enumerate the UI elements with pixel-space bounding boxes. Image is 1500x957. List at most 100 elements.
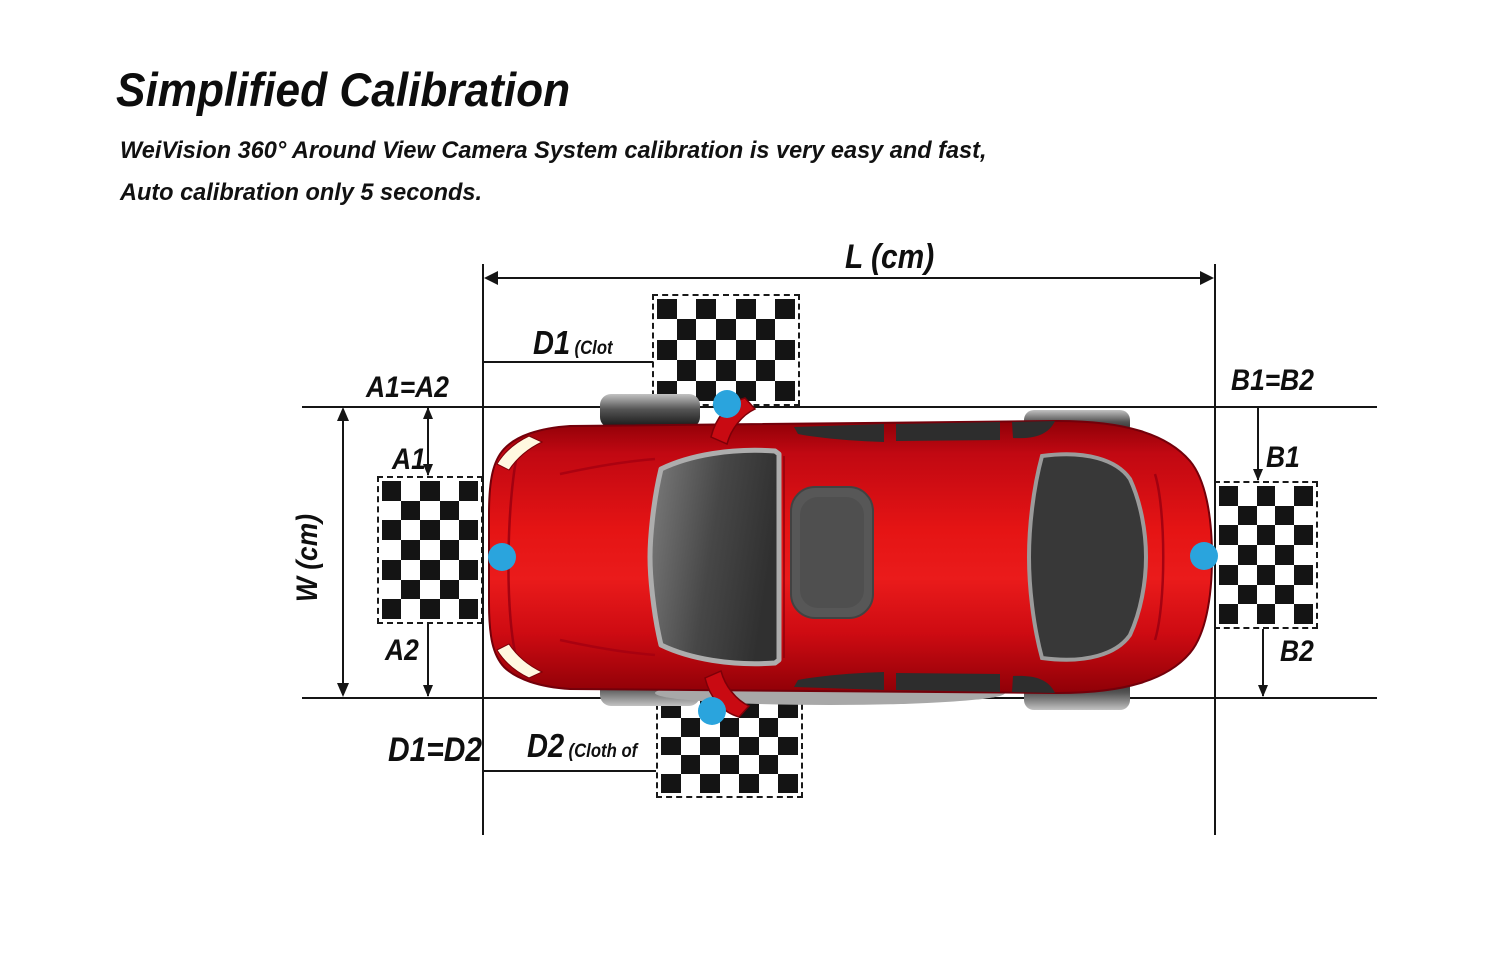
- side-window-front-bottom: [794, 672, 884, 690]
- checker-cell: [680, 717, 701, 737]
- checker-cell: [676, 360, 697, 381]
- checker-cell: [657, 339, 677, 361]
- checker-cell: [719, 774, 740, 793]
- checker-cell: [716, 380, 736, 401]
- checker-cell: [758, 717, 779, 737]
- checker-cell: [758, 736, 779, 756]
- checker-cell: [1294, 486, 1313, 506]
- bumper-seam: [507, 446, 521, 668]
- checker-cell: [420, 500, 440, 521]
- checker-cell: [735, 299, 756, 320]
- rear-window: [1026, 452, 1149, 662]
- checker-cell: [458, 599, 478, 619]
- checker-cell: [458, 520, 478, 541]
- checker-cell: [439, 500, 459, 521]
- side-window-rear-top: [896, 422, 1000, 441]
- checker-cell: [696, 319, 717, 340]
- checker-cell: [676, 339, 697, 361]
- checker-cell: [1219, 584, 1238, 605]
- checker-cell: [657, 380, 677, 401]
- label-d2-value: D2: [527, 727, 565, 764]
- checker-cell: [420, 540, 440, 560]
- checker-cell: [1275, 545, 1295, 565]
- checker-cell: [1275, 525, 1295, 546]
- checker-cell: [755, 319, 776, 340]
- checker-cell: [716, 299, 736, 320]
- checker-cell: [382, 481, 402, 501]
- checker-cell: [1219, 486, 1238, 506]
- checker-cell: [1275, 604, 1295, 624]
- checker-cell: [778, 699, 798, 718]
- checker-cell: [1275, 505, 1295, 526]
- label-length: L (cm): [845, 238, 935, 276]
- checkerboard-right: [1214, 481, 1318, 629]
- checker-cell: [401, 559, 421, 580]
- checker-cell: [778, 755, 798, 775]
- checker-cell: [1294, 505, 1313, 526]
- checker-cell: [775, 299, 795, 320]
- checker-cell: [458, 540, 478, 560]
- checker-cell: [657, 299, 677, 320]
- checker-cell: [420, 599, 440, 619]
- checker-cell: [401, 500, 421, 521]
- checker-cell: [676, 299, 697, 320]
- checker-cell: [661, 774, 681, 793]
- checker-cell: [739, 699, 759, 718]
- checker-cell: [1219, 545, 1238, 565]
- trunk-seam: [1153, 473, 1165, 641]
- checker-cell: [439, 579, 459, 600]
- checker-cell: [696, 360, 717, 381]
- label-a1-equals-a2: A1=A2: [366, 371, 449, 404]
- checker-cell: [755, 360, 776, 381]
- checker-cell: [719, 717, 740, 737]
- checker-cell: [439, 559, 459, 580]
- checker-cell: [680, 755, 701, 775]
- checker-cell: [1256, 525, 1276, 546]
- checker-cell: [1256, 545, 1276, 565]
- checker-cell: [439, 481, 459, 501]
- checker-cell: [735, 380, 756, 401]
- checker-cell: [775, 339, 795, 361]
- checker-cell: [696, 380, 717, 401]
- subtitle-line-1: WeiVision 360° Around View Camera System…: [120, 137, 987, 164]
- checkerboard-top: [652, 294, 800, 406]
- page-title: Simplified Calibration: [116, 63, 571, 116]
- checker-cell: [1275, 564, 1295, 585]
- checker-cell: [382, 559, 402, 580]
- checker-cell: [401, 481, 421, 501]
- checker-cell: [657, 360, 677, 381]
- checker-cell: [1219, 564, 1238, 585]
- checker-cell: [758, 699, 779, 718]
- checker-cell: [755, 380, 776, 401]
- checker-cell: [657, 319, 677, 340]
- checker-cell: [680, 774, 701, 793]
- checker-cell: [680, 736, 701, 756]
- label-d1-equals-d2: D1=D2: [388, 731, 482, 769]
- checker-cell: [458, 559, 478, 580]
- wheel-rear-bottom: [1024, 672, 1130, 710]
- checker-cell: [401, 599, 421, 619]
- checker-cell: [1256, 564, 1276, 585]
- checker-cell: [778, 736, 798, 756]
- label-b2: B2: [1280, 635, 1314, 668]
- checkerboard-bottom: [656, 694, 803, 798]
- checker-cell: [719, 699, 740, 718]
- car-body: [488, 419, 1214, 695]
- checker-cell: [661, 699, 681, 718]
- checker-cell: [661, 755, 681, 775]
- checker-cell: [739, 717, 759, 737]
- checker-cell: [382, 500, 402, 521]
- checker-cell: [420, 579, 440, 600]
- quarter-window-bottom: [1012, 675, 1055, 693]
- label-d2-note: (Cloth of: [568, 741, 638, 762]
- checker-cell: [735, 339, 756, 361]
- checker-cell: [439, 540, 459, 560]
- checker-cell: [1219, 525, 1238, 546]
- checker-cell: [758, 774, 779, 793]
- checker-cell: [739, 755, 759, 775]
- checker-cell: [1294, 584, 1313, 605]
- label-d1-note: (Clot: [574, 338, 613, 359]
- label-b1: B1: [1266, 441, 1300, 474]
- checker-cell: [1219, 505, 1238, 526]
- checker-cell: [1294, 545, 1313, 565]
